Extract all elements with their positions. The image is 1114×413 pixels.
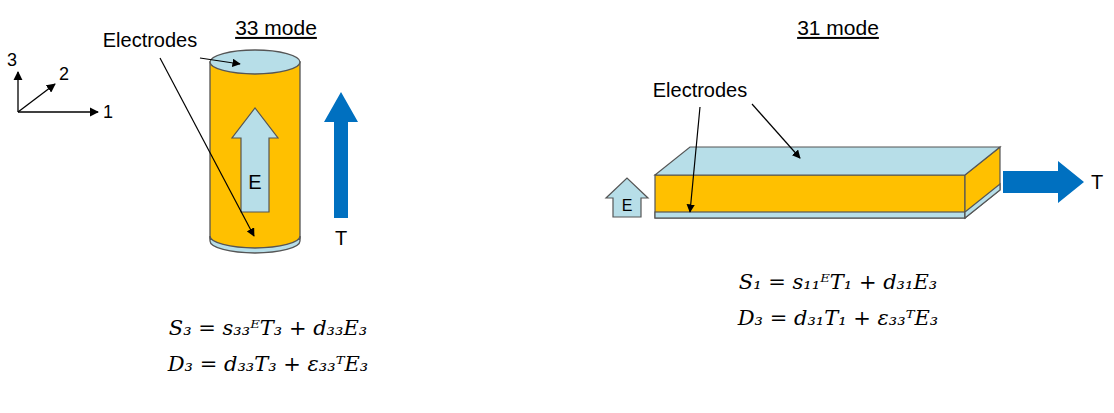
equation: S₁ = s₁₁ᴱT₁ + d₃₁E₃ <box>739 270 937 294</box>
leader-lines <box>690 104 800 212</box>
stress-label: T <box>1091 171 1103 194</box>
axis-label: 2 <box>59 64 69 85</box>
stress-label: T <box>335 227 347 250</box>
equation: S₃ = s₃₃ᴱT₃ + d₃₃E₃ <box>169 316 367 340</box>
axis-label: 1 <box>103 102 113 123</box>
stress-arrow <box>1003 161 1084 203</box>
leader-lines <box>160 58 254 236</box>
equation: D₃ = d₃₃T₃ + ε₃₃ᵀE₃ <box>168 352 369 376</box>
axes <box>18 72 98 112</box>
axis-label: 3 <box>7 50 17 71</box>
part-label: Electrodes <box>653 79 748 102</box>
bar-sample <box>655 147 1000 218</box>
field-label: E <box>248 171 261 194</box>
cylinder-sample <box>210 50 300 253</box>
field-label: E <box>622 197 633 215</box>
panel-title: 31 mode <box>797 16 879 40</box>
field-arrow <box>606 178 648 217</box>
panel-title: 33 mode <box>235 16 317 40</box>
equation: D₃ = d₃₁T₁ + ε₃₃ᵀE₃ <box>738 306 939 330</box>
field-arrow <box>232 108 278 212</box>
part-label: Electrodes <box>103 29 198 52</box>
stress-arrow <box>324 92 358 218</box>
